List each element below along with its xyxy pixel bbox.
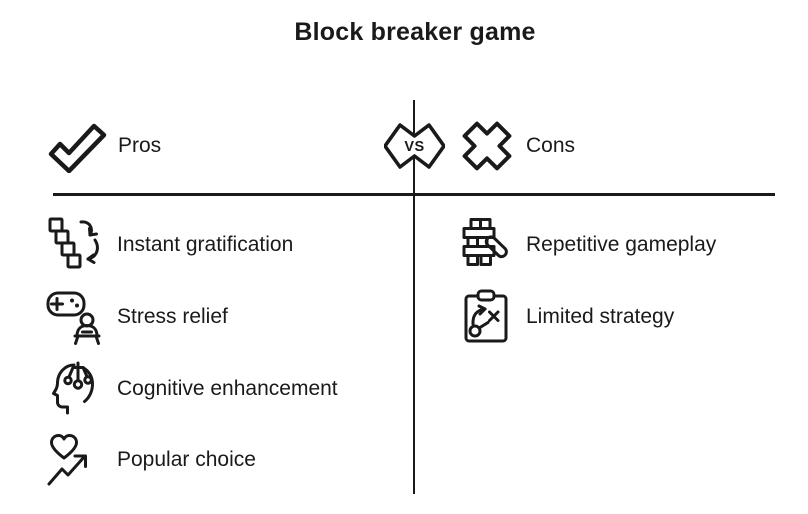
- pros-item-stress-relief: Stress relief: [46, 288, 228, 345]
- falling-blocks-refresh-icon: [46, 217, 102, 273]
- cons-item-repetitive-gameplay: Repetitive gameplay: [458, 216, 716, 273]
- vs-arrows-icon: [384, 123, 445, 169]
- head-circuit-icon: [46, 361, 102, 417]
- page-title: Block breaker game: [294, 18, 536, 46]
- pros-item-label: Instant gratification: [117, 232, 294, 256]
- block-tower-collapse-icon: [458, 217, 514, 273]
- pros-heading-label: Pros: [118, 134, 162, 157]
- vs-label: VS: [404, 139, 425, 155]
- cons-item-label: Limited strategy: [526, 304, 675, 328]
- cons-header: Cons: [460, 119, 575, 173]
- cross-icon: [460, 119, 514, 173]
- heart-trend-icon: [46, 432, 102, 488]
- pros-item-label: Popular choice: [117, 447, 256, 471]
- pros-item-instant-gratification: Instant gratification: [46, 216, 293, 273]
- horizontal-divider-line: [53, 193, 775, 196]
- gamepad-person-icon: [46, 289, 102, 345]
- strategy-clipboard-icon: [458, 289, 514, 345]
- pros-item-popular-choice: Popular choice: [46, 431, 256, 488]
- pros-item-cognitive-enhancement: Cognitive enhancement: [46, 360, 338, 417]
- checkmark-icon: [46, 119, 108, 173]
- cons-heading-label: Cons: [526, 134, 576, 157]
- cons-item-limited-strategy: Limited strategy: [458, 288, 674, 345]
- vs-badge: VS: [384, 121, 445, 171]
- cons-item-label: Repetitive gameplay: [526, 232, 717, 256]
- pros-item-label: Stress relief: [117, 304, 228, 328]
- pros-header: Pros: [46, 119, 161, 173]
- pros-item-label: Cognitive enhancement: [117, 376, 338, 400]
- vertical-divider-line: [412, 100, 416, 494]
